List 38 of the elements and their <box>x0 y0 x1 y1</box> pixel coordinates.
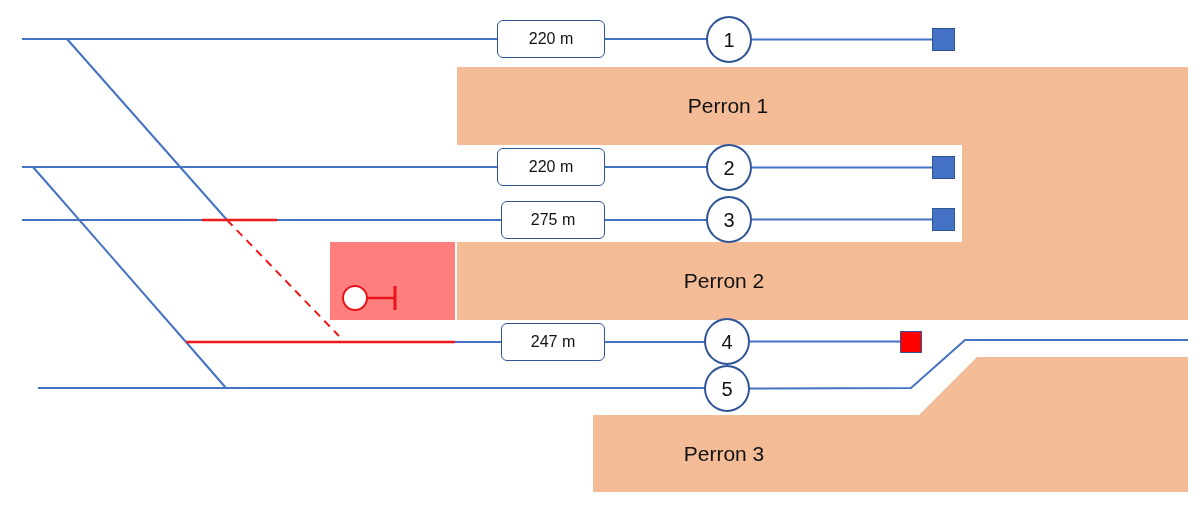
track-number-circle <box>706 196 752 243</box>
track-length-sign <box>501 201 605 239</box>
buffer-stop-icon <box>932 156 955 179</box>
platform-name: Perron 3 <box>683 441 765 466</box>
track-length: 247 m <box>530 333 576 351</box>
track-length-sign <box>497 148 605 186</box>
track-line <box>749 340 901 343</box>
track-line <box>604 341 705 343</box>
track-line <box>604 166 707 168</box>
track-line <box>604 38 707 40</box>
buffer-stop-icon <box>900 331 922 353</box>
track-length: 275 m <box>530 211 576 229</box>
platform-name: Perron 2 <box>683 269 765 293</box>
track-line <box>454 341 502 343</box>
track-length-sign <box>497 20 605 58</box>
platform <box>457 67 1188 145</box>
track-line <box>21 38 498 40</box>
track-line <box>751 166 933 169</box>
track-length-sign <box>501 323 605 361</box>
buffer-stop-icon <box>932 28 955 51</box>
track-line <box>21 166 498 168</box>
track-number: 1 <box>723 29 735 50</box>
track-number: 2 <box>723 157 735 178</box>
track-number-circle <box>706 144 752 191</box>
track-line <box>751 218 933 221</box>
track-number: 5 <box>721 378 733 399</box>
track-line <box>751 38 933 41</box>
platform <box>457 242 1188 320</box>
track-length: 220 m <box>528 30 574 48</box>
track-line <box>37 387 705 389</box>
track-length: 220 m <box>528 158 574 176</box>
track-number: 4 <box>721 331 733 352</box>
track-line <box>749 339 1189 390</box>
track-number-circle <box>706 16 752 63</box>
track-number: 3 <box>723 209 735 230</box>
platform-name: Perron 1 <box>687 94 769 118</box>
buffer-stop-icon <box>932 208 955 231</box>
track-line <box>604 219 707 221</box>
